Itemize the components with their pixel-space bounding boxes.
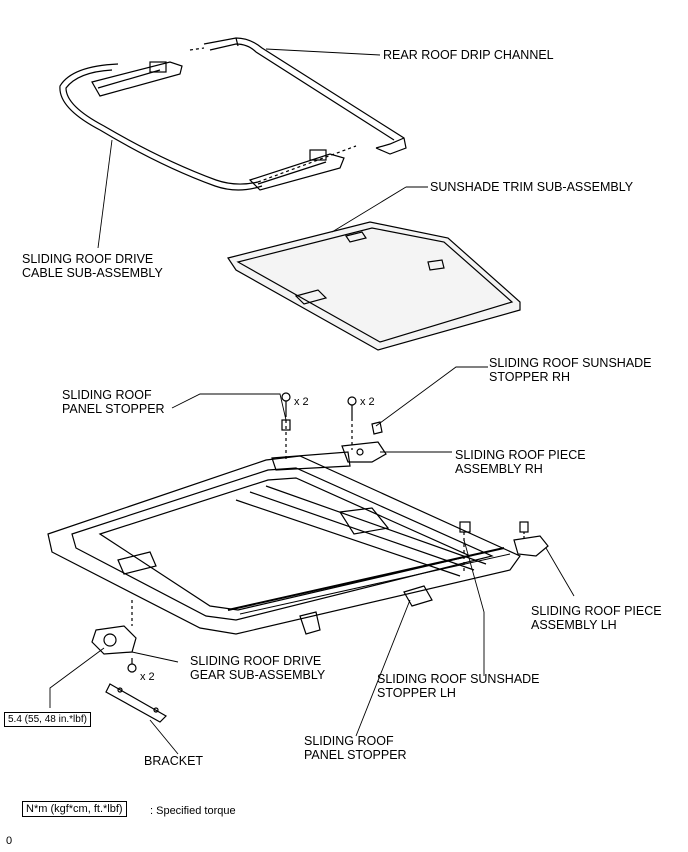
label-drive-cable: SLIDING ROOF DRIVE CABLE SUB-ASSEMBLY	[22, 252, 163, 280]
label-piece-assembly-rh: SLIDING ROOF PIECE ASSEMBLY RH	[455, 448, 586, 476]
leader-lines	[49, 48, 575, 755]
label-sunshade-stopper-rh: SLIDING ROOF SUNSHADE STOPPER RH	[489, 356, 652, 384]
drip-channel-drawing	[189, 37, 407, 183]
legend-torque-box: N*m (kgf*cm, ft.*lbf)	[22, 801, 127, 817]
sunshade-stopper-lh-part	[459, 521, 471, 572]
torque-value-box: 5.4 (55, 48 in.*lbf)	[4, 712, 91, 727]
drive-gear-part	[91, 600, 137, 655]
label-bracket: BRACKET	[144, 754, 204, 768]
qty-bolt-piece-rh: x 2	[360, 396, 375, 408]
qty-bolt-panel-stopper: x 2	[294, 396, 309, 408]
label-sunshade-trim: SUNSHADE TRIM SUB-ASSEMBLY	[430, 180, 634, 194]
sunshade-stopper-rh-part	[371, 421, 383, 435]
drive-cable-drawing	[59, 63, 263, 191]
qty-bolt-drive-gear: x 2	[140, 671, 155, 683]
frame-drawing	[47, 451, 521, 635]
label-panel-stopper-bottom: SLIDING ROOF PANEL STOPPER	[304, 734, 407, 762]
label-piece-assembly-lh: SLIDING ROOF PIECE ASSEMBLY LH	[531, 604, 662, 632]
legend-torque-text: : Specified torque	[150, 805, 236, 817]
label-panel-stopper-top: SLIDING ROOF PANEL STOPPER	[62, 388, 165, 416]
bolts	[127, 392, 357, 673]
rail-mechanism-rear	[248, 149, 345, 191]
label-sunshade-stopper-lh: SLIDING ROOF SUNSHADE STOPPER LH	[377, 672, 540, 700]
label-drive-gear: SLIDING ROOF DRIVE GEAR SUB-ASSEMBLY	[190, 654, 326, 682]
label-rear-roof-drip-channel: REAR ROOF DRIP CHANNEL	[383, 48, 554, 62]
figure-code: 0	[6, 835, 13, 847]
piece-assembly-rh-part	[341, 441, 387, 463]
bracket-part	[105, 683, 167, 723]
piece-assembly-lh-part	[513, 521, 549, 557]
rail-mechanism-front	[91, 61, 183, 97]
sunshade-trim-drawing	[227, 221, 521, 351]
